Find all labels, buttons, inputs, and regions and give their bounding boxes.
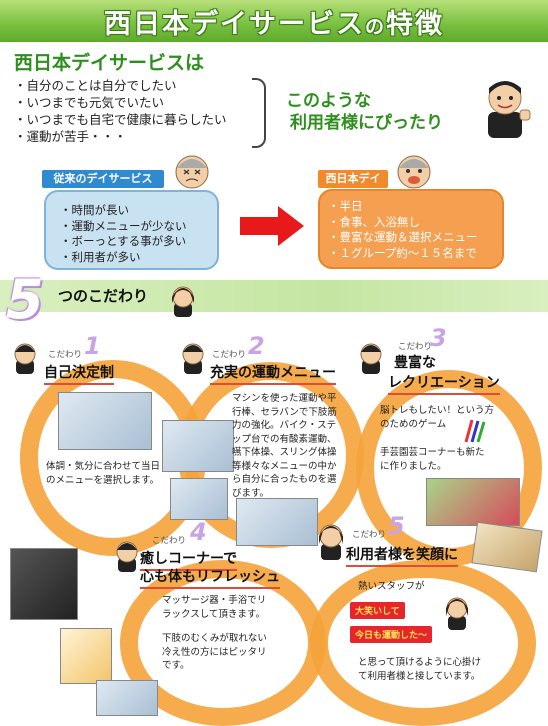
intro-item: いつまでも元気でいたい bbox=[14, 94, 227, 111]
staff-man-icon bbox=[116, 541, 138, 572]
pencils-icon bbox=[464, 419, 486, 443]
worried-face-icon bbox=[175, 155, 209, 189]
new-service-list: 半日 食事、入浴無し 豊富な運動＆選択メニュー １グループ約～１５名まで bbox=[328, 199, 478, 261]
staff-man-icon bbox=[360, 343, 382, 374]
five-section-band bbox=[0, 280, 548, 312]
feature-2-photo-bike bbox=[170, 478, 228, 520]
feature-4-photo-handbath bbox=[96, 680, 158, 716]
staff-man-icon bbox=[14, 343, 36, 374]
feature-3-number: 3 bbox=[430, 324, 447, 352]
new-service-item: 食事、入浴無し bbox=[328, 215, 478, 231]
tagline-line2: 利用者様にぴったり bbox=[290, 113, 443, 133]
feature-5-speech-1: 大笑いして bbox=[350, 602, 405, 619]
feature-4-kodawari: こだわり bbox=[152, 536, 187, 546]
intro-list: 自分のことは自分でしたい いつまでも元気でいたい いつまでも自宅で健康に暮らした… bbox=[14, 77, 227, 145]
feature-2-kodawari: こだわり bbox=[212, 350, 247, 360]
new-service-label: 西日本デイ bbox=[318, 170, 388, 188]
feature-3-photo-garden bbox=[426, 478, 520, 526]
intro-item: 自分のことは自分でしたい bbox=[14, 77, 227, 94]
old-service-label: 従来のデイサービス bbox=[42, 170, 164, 188]
feature-3-body-1: 脳トレもしたい！という方のためのゲーム bbox=[380, 405, 495, 430]
staff-woman-icon bbox=[319, 524, 343, 560]
feature-5-kodawari: こだわり bbox=[352, 530, 387, 540]
old-service-list: 時間が長い 運動メニューが少ない ボーっとする事が多い 利用者が多い bbox=[60, 203, 187, 265]
feature-4-body-1: マッサージ器・手浴でリラックスして頂きます。 bbox=[162, 595, 267, 620]
new-service-item: 半日 bbox=[328, 199, 478, 215]
feature-2-title: 充実の運動メニュー bbox=[210, 362, 336, 385]
old-service-item: ボーっとする事が多い bbox=[60, 234, 187, 250]
title-end: 特徴 bbox=[386, 9, 444, 40]
new-service-item: 豊富な運動＆選択メニュー bbox=[328, 230, 478, 246]
title-particle: の bbox=[364, 16, 386, 38]
feature-1-body: 体調・気分に合わせて当日のメニューを選択します。 bbox=[46, 461, 161, 486]
old-service-item: 運動メニューが少ない bbox=[60, 219, 187, 235]
feature-2-number: 2 bbox=[248, 332, 265, 360]
staff-woman-icon bbox=[446, 597, 468, 630]
feature-5-body-1: 熱いスタッフが bbox=[358, 581, 425, 592]
feature-1-number: 1 bbox=[84, 332, 101, 360]
feature-4-title-1: 癒しコーナーで bbox=[140, 548, 238, 571]
feature-1-kodawari: こだわり bbox=[48, 350, 83, 360]
feature-5-speech-2: 今日も運動した～ bbox=[350, 626, 433, 643]
feature-5-body-2: と思って頂けるように心掛けて利用者様と接しています。 bbox=[358, 657, 482, 682]
feature-3-title-2: レクリエーション bbox=[388, 372, 500, 395]
happy-face-icon bbox=[397, 155, 431, 189]
title-main: 西日本デイサービス bbox=[103, 9, 365, 40]
intro-heading: 西日本デイサービスは bbox=[14, 52, 205, 74]
feature-4-photo-lamp bbox=[60, 628, 112, 684]
feature-2-body: マシンを使った運動や平行棒、セラバンで下肢筋力の強化。バイク・ステップ台での有酸… bbox=[232, 393, 337, 499]
feature-4-photo-massage-chair bbox=[10, 548, 78, 620]
feature-5-title: 利用者様を笑顔に bbox=[346, 544, 458, 567]
feature-2-photo-gym bbox=[236, 498, 318, 546]
feature-2-photo-parallel-bars bbox=[162, 420, 234, 472]
feature-5-number: 5 bbox=[388, 512, 405, 540]
page-title: 西日本デイサービスの特徴 bbox=[0, 2, 548, 41]
tagline-line1: このような bbox=[286, 91, 371, 111]
old-service-item: 利用者が多い bbox=[60, 250, 187, 266]
staff-man-icon bbox=[182, 343, 204, 374]
feature-3-body-2: 手芸園芸コーナーも新たに作りました。 bbox=[380, 447, 485, 472]
tagline: このような 利用者様にぴったり bbox=[286, 90, 443, 134]
staff-thumbsup-icon bbox=[488, 81, 531, 138]
feature-4-body-2: 下肢のむくみが取れない冷え性の方にはピッタリです。 bbox=[162, 633, 267, 671]
feature-3-title-1: 豊富な bbox=[394, 355, 436, 371]
feature-5-photo-frame bbox=[471, 521, 543, 573]
header-band bbox=[0, 0, 548, 42]
feature-1-photo bbox=[58, 392, 152, 450]
intro-item: いつまでも自宅で健康に暮らしたい bbox=[14, 111, 227, 128]
staff-woman-icon bbox=[172, 286, 194, 317]
intro-item: 運動が苦手・・・ bbox=[14, 128, 227, 145]
feature-3-kodawari: こだわり bbox=[398, 342, 433, 352]
feature-4-title-2: 心も体もリフレッシュ bbox=[140, 566, 280, 589]
brace-icon bbox=[252, 78, 266, 148]
new-service-item: １グループ約～１５名まで bbox=[328, 246, 478, 262]
old-service-item: 時間が長い bbox=[60, 203, 187, 219]
feature-4-number: 4 bbox=[190, 518, 207, 546]
feature-1-title: 自己決定制 bbox=[44, 362, 114, 385]
right-arrow-icon bbox=[240, 206, 304, 246]
five-number: 5 bbox=[6, 268, 44, 331]
five-section-title: つのこだわり bbox=[58, 287, 149, 305]
